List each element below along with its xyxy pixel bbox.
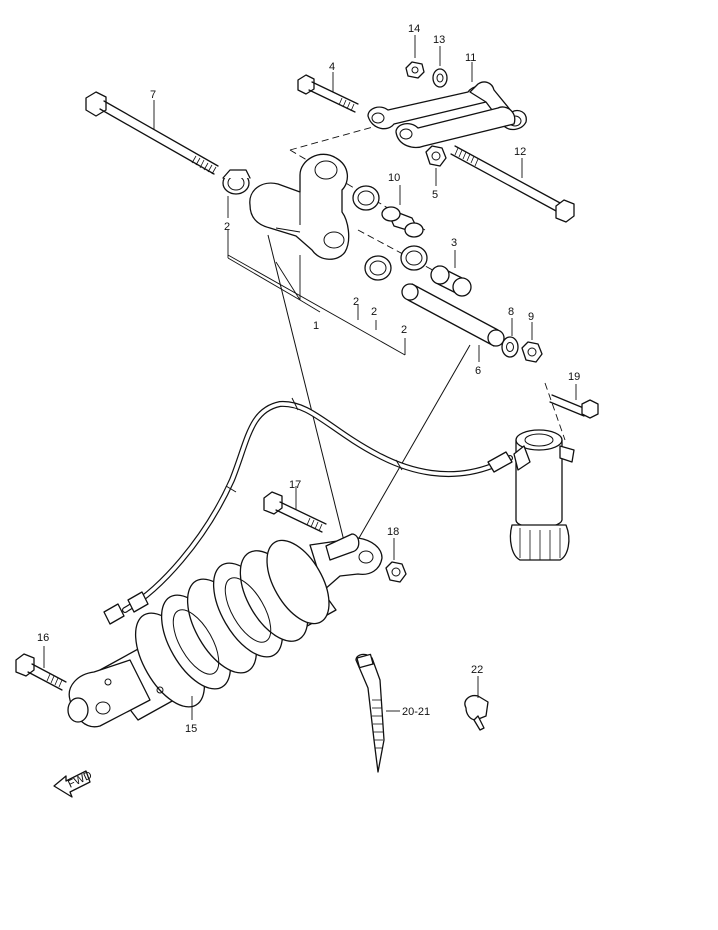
- callout-15: 15: [185, 723, 197, 735]
- washer-part-13: [432, 46, 448, 88]
- callout-22: 22: [471, 664, 483, 676]
- callout-2: 2: [371, 306, 377, 318]
- callout-3: 3: [451, 237, 457, 249]
- nut-part-14: [405, 35, 425, 79]
- linkage-to-shock-guides: [267, 234, 471, 546]
- bolt-part-17: [263, 486, 327, 533]
- callout-labels: 1 2 2 2 2 3 4 5 6 7 8 9 10 11 12 13 14 1…: [37, 23, 580, 735]
- bushing-part-2-lower-right: [400, 245, 428, 271]
- bolt-part-19: [549, 384, 599, 419]
- callout-17: 17: [289, 479, 301, 491]
- callout-6: 6: [475, 365, 481, 377]
- callout-2: 2: [401, 324, 407, 336]
- callout-13: 13: [433, 34, 445, 46]
- callout-12: 12: [514, 146, 526, 158]
- bolt-part-16: [15, 646, 67, 691]
- nut-part-5: [425, 145, 447, 186]
- bushing-part-2-lower-left: [364, 255, 392, 281]
- callout-19: 19: [568, 371, 580, 383]
- bushing-part-2-left: [222, 169, 251, 218]
- nut-part-18: [385, 538, 407, 583]
- callout-1: 1: [313, 320, 319, 332]
- shock-absorber-part-15: [67, 533, 383, 728]
- cable-tie-part-20-21: [355, 653, 400, 773]
- bolt-part-12: [450, 145, 575, 223]
- callout-2: 2: [224, 221, 230, 233]
- callout-16: 16: [37, 632, 49, 644]
- shock-reservoir: [509, 429, 575, 561]
- link-rod-part-11: [367, 62, 527, 149]
- sleeve-part-6: [401, 283, 505, 362]
- callout-10: 10: [388, 172, 400, 184]
- callout-4: 4: [329, 61, 335, 73]
- long-bolt-part-7: [85, 91, 219, 175]
- callout-20-21: 20-21: [402, 706, 430, 718]
- clamp-part-22: [464, 676, 489, 731]
- bolt-part-4: [297, 72, 359, 113]
- reservoir-hose: [103, 397, 513, 625]
- callout-11: 11: [465, 52, 476, 64]
- shock-spring-coils: [134, 539, 330, 708]
- callout-9: 9: [528, 311, 534, 323]
- washer-part-8: [501, 318, 519, 358]
- callout-18: 18: [387, 526, 399, 538]
- callout-7: 7: [150, 89, 156, 101]
- callout-14: 14: [408, 23, 420, 35]
- bushing-part-2-upper: [352, 185, 380, 211]
- cushion-lever-part-1: [249, 153, 350, 260]
- callout-8: 8: [508, 306, 514, 318]
- assembly-bracket-lines: [227, 230, 406, 356]
- forward-direction-badge: FWD: [53, 769, 94, 798]
- nut-part-9: [521, 322, 543, 363]
- callout-2: 2: [353, 296, 359, 308]
- spacer-part-10: [381, 185, 424, 238]
- callout-5: 5: [432, 189, 438, 201]
- spacer-part-3: [430, 250, 472, 297]
